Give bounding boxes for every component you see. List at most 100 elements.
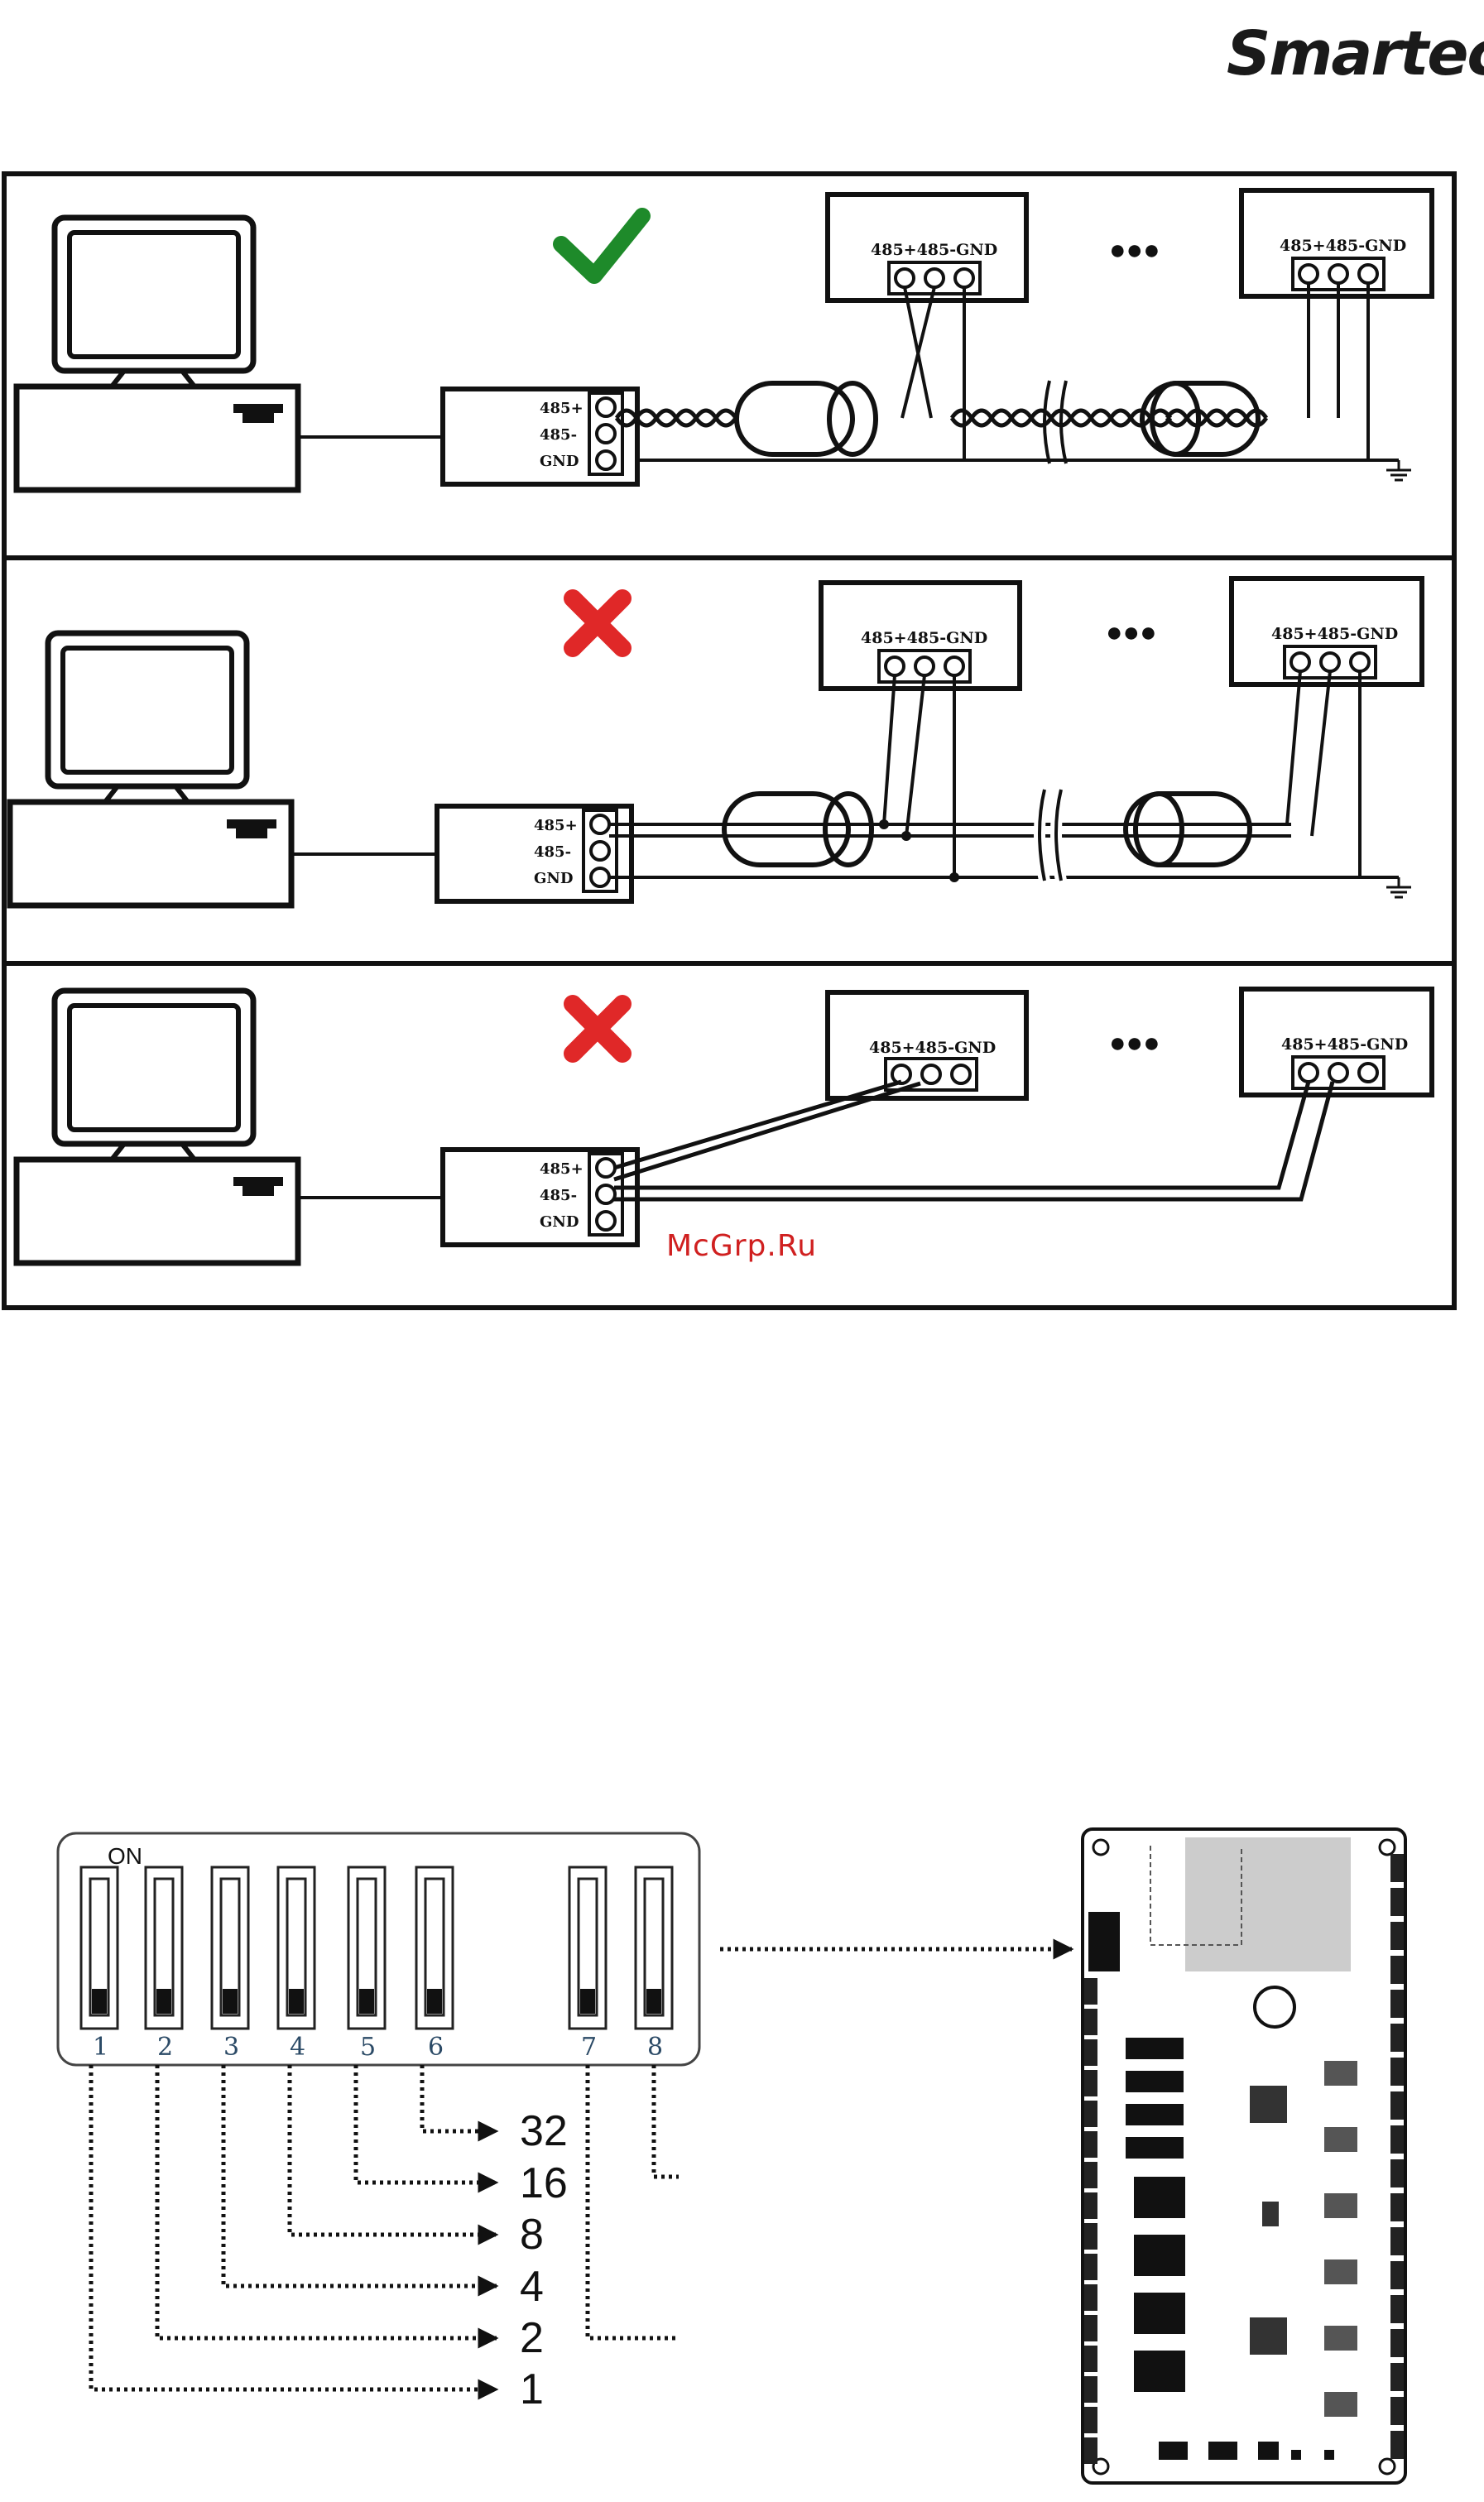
relay xyxy=(1126,2038,1184,2059)
led xyxy=(1324,2450,1334,2460)
left-terminal-block xyxy=(1084,2315,1097,2341)
label-485-minus: 485- xyxy=(540,1187,577,1204)
device-terminal-label: 485+485-GND xyxy=(1271,625,1398,643)
led xyxy=(1291,2450,1301,2460)
right-terminal-block xyxy=(1390,2363,1404,2391)
leader-switch-3 xyxy=(223,2065,497,2286)
dip-switch-lever xyxy=(223,1989,238,2014)
weight-16: 16 xyxy=(520,2159,568,2207)
left-terminal-block xyxy=(1084,2192,1097,2219)
resistor-array xyxy=(1324,2193,1357,2218)
chip xyxy=(1250,2317,1287,2355)
left-terminal-block xyxy=(1084,2223,1097,2250)
ellipsis: ●●● xyxy=(1109,234,1160,266)
left-terminal-block xyxy=(1084,2131,1097,2158)
dip-switch-number: 8 xyxy=(647,2033,663,2062)
weight-32: 32 xyxy=(520,2107,568,2155)
relay xyxy=(1134,2235,1185,2276)
dip-switch-number: 5 xyxy=(360,2033,376,2062)
rs485-wiring-diagram: 485+ 485- GND 485+485-GND ●●● xyxy=(0,170,1484,1316)
dip-switch-number: 7 xyxy=(581,2033,597,2062)
right-terminal-block xyxy=(1390,2058,1404,2086)
right-terminal-block xyxy=(1390,2159,1404,2187)
label-485-plus: 485+ xyxy=(540,400,584,417)
left-terminal-block xyxy=(1084,2346,1097,2372)
right-terminal-block xyxy=(1390,1990,1404,2018)
leader-switch-1 xyxy=(91,2065,497,2389)
device-2: 485+485-GND xyxy=(1232,579,1422,684)
cross-icon xyxy=(573,598,622,648)
relay xyxy=(1126,2137,1184,2159)
label-485-plus: 485+ xyxy=(534,817,578,834)
converter: 485+ 485- GND xyxy=(443,1150,637,1245)
leader-switch-8 xyxy=(654,2065,679,2177)
ellipsis: ●●● xyxy=(1109,1027,1160,1059)
converter: 485+ 485- GND xyxy=(437,806,632,901)
resistor-array xyxy=(1324,2061,1357,2086)
right-terminal-block xyxy=(1390,2024,1404,2052)
resistor-array xyxy=(1324,2259,1357,2284)
right-terminal-block xyxy=(1390,2261,1404,2289)
left-terminal-block xyxy=(1084,2162,1097,2188)
watermark: McGrp.Ru xyxy=(666,1229,817,1263)
right-terminal-block xyxy=(1390,2193,1404,2221)
resistor-array xyxy=(1324,2127,1357,2152)
device-terminal-label: 485+485-GND xyxy=(871,241,997,259)
dip-switch-on-board xyxy=(1088,1912,1120,1971)
label-485-minus: 485- xyxy=(540,426,577,444)
relay xyxy=(1134,2293,1185,2334)
cross-icon xyxy=(573,1004,622,1054)
connector xyxy=(1159,2442,1188,2460)
left-terminal-block xyxy=(1084,2254,1097,2280)
connector xyxy=(1208,2442,1237,2460)
wiring-panel-wrong-1: 485+ 485- GND 485+485-GND ●●● 485+485-GN xyxy=(4,558,1454,963)
dip-switch-lever xyxy=(156,1989,171,2014)
device-2: 485+485-GND xyxy=(1241,190,1432,296)
left-terminal-block xyxy=(1084,2407,1097,2433)
chip xyxy=(1262,2202,1279,2226)
device-1: 485+485-GND xyxy=(821,583,1020,689)
connector xyxy=(1258,2442,1279,2460)
right-terminal-block xyxy=(1390,1922,1404,1950)
right-terminal-block xyxy=(1390,1854,1404,1882)
logo-text: Smartec xyxy=(1227,18,1484,89)
weight-4: 4 xyxy=(520,2263,544,2311)
relay xyxy=(1134,2177,1185,2218)
device-1: 485+485-GND xyxy=(828,194,1026,300)
left-terminal-block xyxy=(1084,2101,1097,2127)
computer-icon xyxy=(17,218,298,490)
right-terminal-block xyxy=(1390,2329,1404,2357)
dip-switch-number: 6 xyxy=(428,2033,444,2062)
dip-switch-number: 1 xyxy=(93,2033,108,2062)
right-terminal-block xyxy=(1390,2125,1404,2154)
left-terminal-block xyxy=(1084,2070,1097,2096)
on-label: ON xyxy=(108,1843,142,1869)
label-gnd: GND xyxy=(540,1213,579,1231)
left-terminal-block xyxy=(1084,2039,1097,2066)
check-icon xyxy=(561,216,642,276)
weight-labels: 32 16 8 4 2 1 xyxy=(520,2107,568,2413)
dip-switch-number: 3 xyxy=(223,2033,239,2062)
dip-switch-lever xyxy=(289,1989,304,2014)
device-terminal-label: 485+485-GND xyxy=(861,629,987,647)
right-terminal-block xyxy=(1390,1956,1404,1984)
smartec-logo: Smartec xyxy=(1222,8,1484,99)
right-terminal-block xyxy=(1390,2227,1404,2255)
dip-switch-number: 2 xyxy=(157,2033,173,2062)
label-gnd: GND xyxy=(534,870,573,887)
device-terminal-label: 485+485-GND xyxy=(1281,1035,1408,1054)
leader-switch-7 xyxy=(588,2065,679,2338)
resistor-array xyxy=(1324,2326,1357,2351)
leader-switch-6 xyxy=(422,2065,497,2131)
device-terminal-label: 485+485-GND xyxy=(1280,237,1406,255)
right-terminal-block xyxy=(1390,1888,1404,1916)
dip-switch-lever xyxy=(359,1989,374,2014)
leader-switch-2 xyxy=(157,2065,497,2338)
dip-switch-lever xyxy=(580,1989,595,2014)
dip-switch-lever xyxy=(427,1989,442,2014)
right-terminal-block xyxy=(1390,2295,1404,2323)
dip-switch-lever xyxy=(646,1989,661,2014)
device-1: 485+485-GND xyxy=(828,992,1026,1098)
left-terminal-block xyxy=(1084,2009,1097,2035)
leader-switch-4 xyxy=(290,2065,497,2235)
